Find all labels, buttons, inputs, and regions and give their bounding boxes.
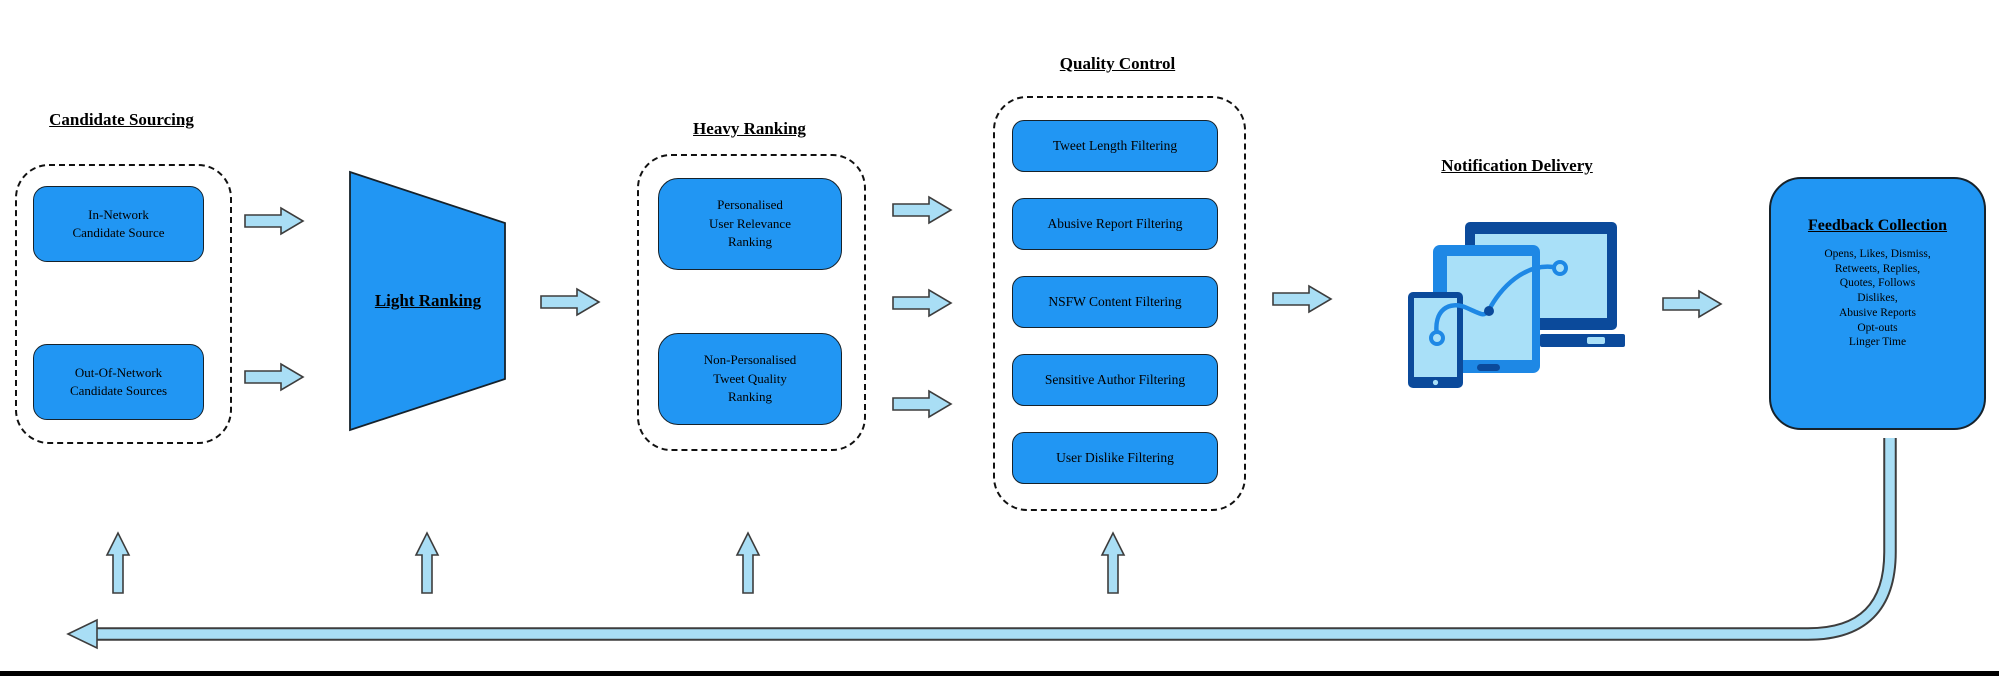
arrow-feedback-to-heavy-ranking-icon — [736, 532, 760, 594]
bottom-divider — [0, 671, 1999, 676]
light-ranking-title: Light Ranking — [374, 291, 482, 310]
arrow-notification-to-feedback-icon — [1662, 290, 1722, 318]
non-personalised-tweet-quality-ranking-box: Non-Personalised Tweet Quality Ranking — [658, 333, 842, 425]
arrow-light-to-heavy-ranking-icon — [540, 288, 600, 316]
quality-control-group — [993, 96, 1246, 511]
arrow-feedback-to-candidate-sourcing-icon — [106, 532, 130, 594]
heavy-ranking-title: Heavy Ranking — [693, 119, 806, 138]
arrow-feedback-to-quality-control-icon — [1101, 532, 1125, 594]
light-ranking-funnel-shape — [349, 170, 506, 432]
abusive-report-filtering-box: Abusive Report Filtering — [1012, 198, 1218, 250]
in-network-candidate-source-box: In-Network Candidate Source — [33, 186, 204, 262]
feedback-signals-list: Opens, Likes, Dismiss, Retweets, Replies… — [1824, 248, 1931, 349]
arrow-heavy-to-quality-top-icon — [892, 196, 952, 224]
candidate-sourcing-group — [15, 164, 232, 444]
feedback-collection-box: Feedback Collection Opens, Likes, Dismis… — [1769, 177, 1986, 430]
nsfw-content-filtering-box: NSFW Content Filtering — [1012, 276, 1218, 328]
sensitive-author-filtering-box: Sensitive Author Filtering — [1012, 354, 1218, 406]
arrow-feedback-to-light-ranking-icon — [415, 532, 439, 594]
arrow-quality-to-notification-icon — [1272, 285, 1332, 313]
candidate-sourcing-title: Candidate Sourcing — [49, 110, 194, 129]
feedback-loop-arrowhead-icon — [66, 618, 98, 650]
arrow-in-network-to-light-ranking-icon — [244, 207, 304, 235]
feedback-collection-title: Feedback Collection — [1807, 217, 1948, 234]
tweet-length-filtering-box: Tweet Length Filtering — [1012, 120, 1218, 172]
arrow-out-network-to-light-ranking-icon — [244, 363, 304, 391]
sync-path-icon — [1434, 264, 1560, 337]
personalised-user-relevance-ranking-box: Personalised User Relevance Ranking — [658, 178, 842, 270]
arrow-heavy-to-quality-mid-icon — [892, 289, 952, 317]
out-of-network-candidate-sources-box: Out-Of-Network Candidate Sources — [33, 344, 204, 420]
quality-control-title: Quality Control — [1059, 54, 1176, 73]
devices-icon — [1408, 222, 1625, 388]
feedback-loop-arrow — [95, 438, 1897, 641]
user-dislike-filtering-box: User Dislike Filtering — [1012, 432, 1218, 484]
arrow-heavy-to-quality-bottom-icon — [892, 390, 952, 418]
heavy-ranking-group — [637, 154, 866, 451]
notification-delivery-title: Notification Delivery — [1441, 156, 1593, 175]
